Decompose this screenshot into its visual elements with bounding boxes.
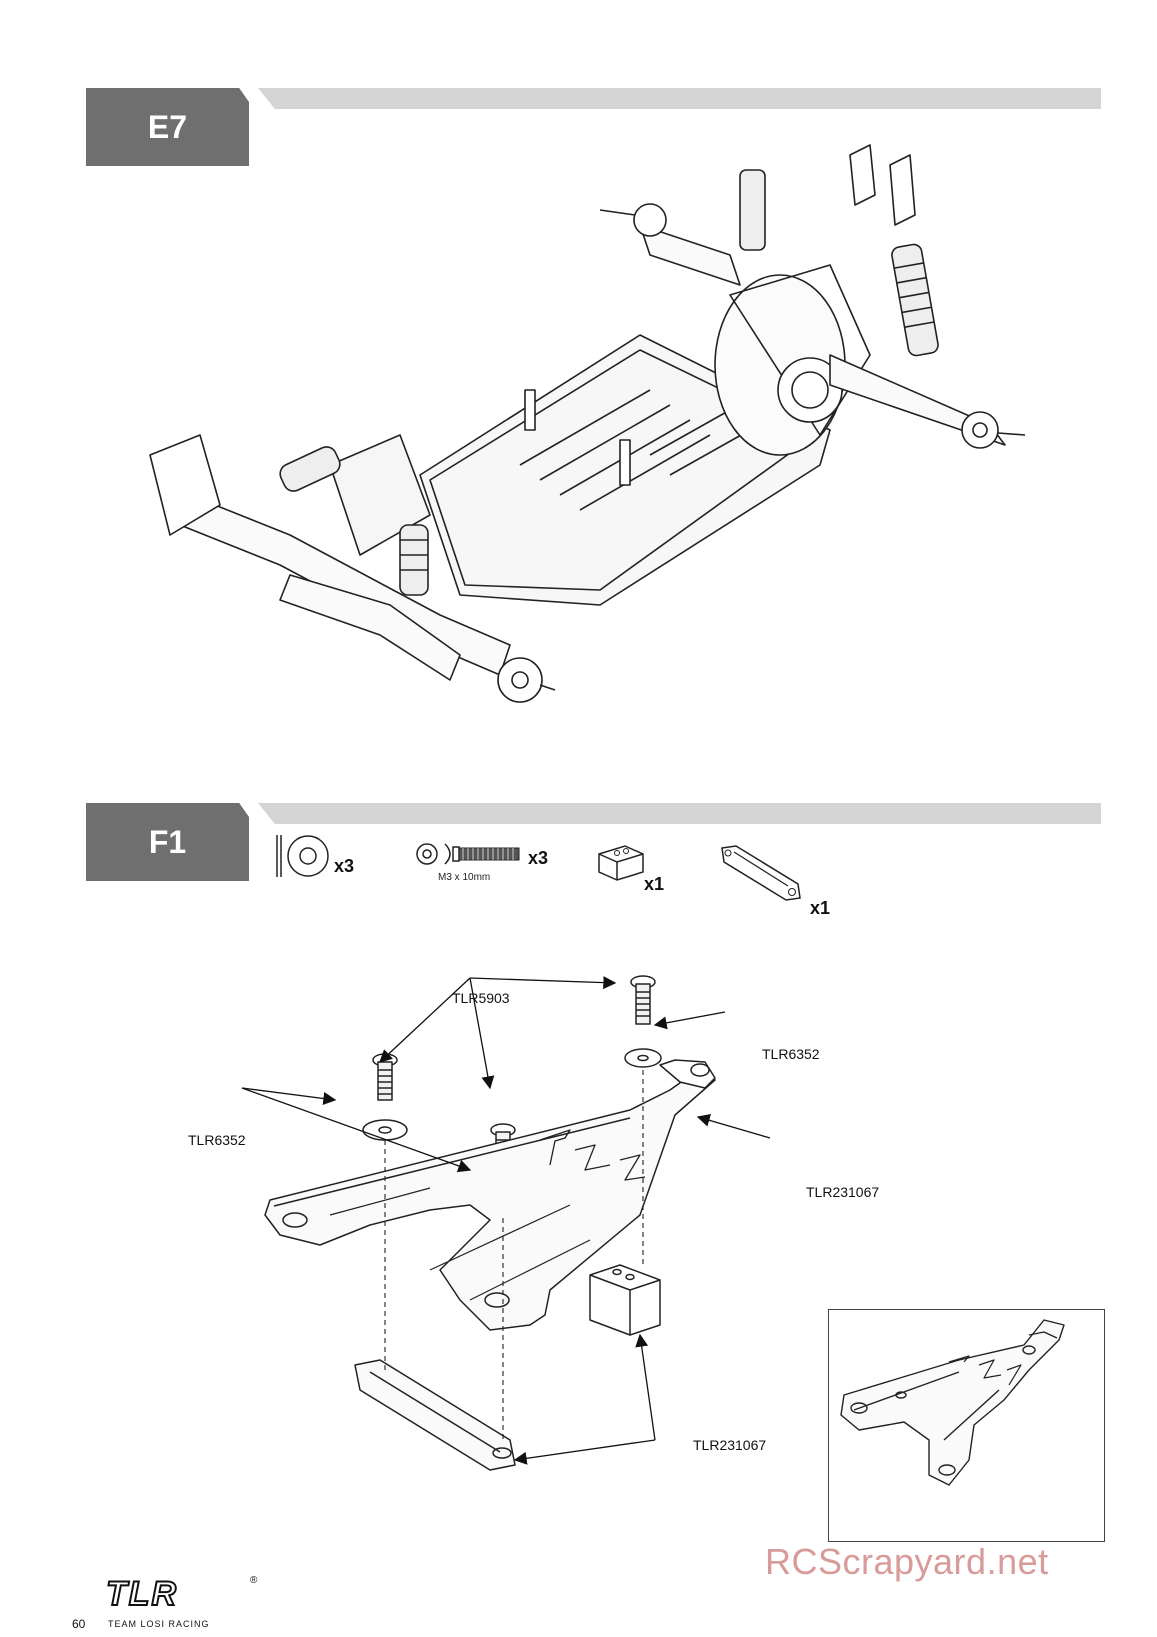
callout-tlr5903: TLR5903 <box>452 990 510 1006</box>
screw-icon <box>416 843 520 865</box>
wing-mount-exploded-drawing <box>241 975 771 1471</box>
chassis-assembly-drawing <box>149 144 1026 703</box>
step-e7-text: E7 <box>147 108 188 145</box>
screw-qty: x3 <box>528 848 549 868</box>
callout-tlr6352-left: TLR6352 <box>188 1132 246 1148</box>
step-f1-text: F1 <box>148 823 187 860</box>
brace-icon <box>721 845 801 901</box>
callout-tlr231067-lower: TLR231067 <box>693 1437 767 1453</box>
tlr-logo-subtitle: TEAM LOSI RACING <box>108 1619 210 1629</box>
callout-tlr231067-tower: TLR231067 <box>806 1184 880 1200</box>
callout-tlr6352-right: TLR6352 <box>762 1046 820 1062</box>
watermark-text: RCScrapyard.net <box>765 1541 1049 1582</box>
washer-qty: x3 <box>334 856 355 876</box>
page-number: 60 <box>72 1617 86 1631</box>
inset-assembled-view <box>828 1309 1105 1542</box>
spacer-block-icon <box>598 845 644 881</box>
screw-size-label: M3 x 10mm <box>438 872 491 883</box>
registered-mark: ® <box>250 1575 258 1586</box>
step-label-f1: F1 <box>86 803 249 881</box>
washer-icon <box>276 835 329 877</box>
step-label-e7: E7 <box>86 88 249 166</box>
step-f1-bar <box>258 803 1101 824</box>
spacer-qty: x1 <box>644 874 665 894</box>
step-e7-bar <box>258 88 1101 109</box>
tlr-logo: TLR <box>105 1574 179 1614</box>
assembled-wing-mount-drawing <box>840 1319 1065 1486</box>
brace-qty: x1 <box>810 898 831 918</box>
